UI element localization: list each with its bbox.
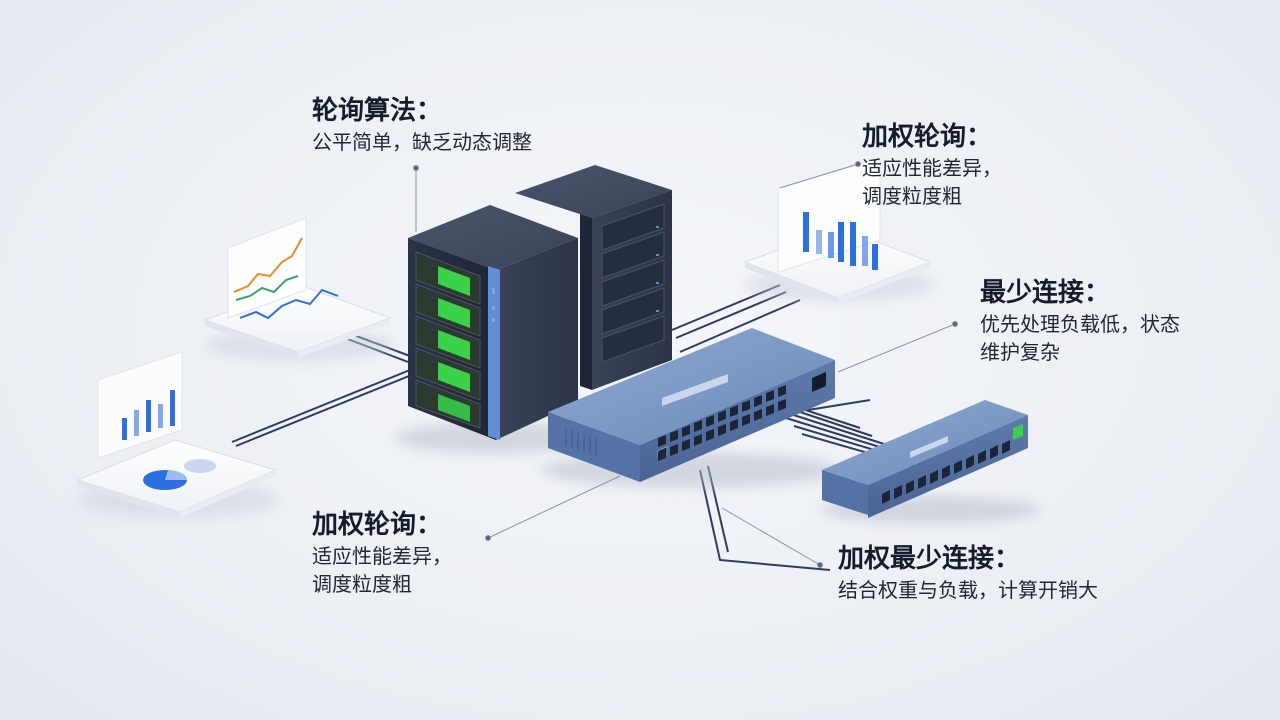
callout-description: 优先处理负载低，状态 维护复杂 <box>980 310 1180 366</box>
vent-grille <box>565 428 597 456</box>
callout-least-connections: 最少连接： 优先处理负载低，状态 维护复杂 <box>980 276 1180 366</box>
callout-title: 加权最少连接： <box>838 544 1021 574</box>
network-switch-main <box>540 328 840 488</box>
server-tower-back <box>515 165 672 390</box>
callout-description: 适应性能差异， 调度粒度粗 <box>862 154 1002 210</box>
callout-title: 加权轮询： <box>312 510 443 540</box>
pie-chart-icon <box>143 459 216 490</box>
callout-title: 轮询算法： <box>312 96 443 126</box>
callout-description: 适应性能差异， 调度粒度粗 <box>312 542 452 598</box>
callout-weighted-round-robin-top: 加权轮询： 适应性能差异， 调度粒度粗 <box>862 120 1002 210</box>
server-tower-front <box>395 205 595 454</box>
callout-line: 结合权重与负载，计算开销大 <box>838 578 1098 602</box>
callout-leader-lines <box>413 161 958 568</box>
callout-title: 最少连接： <box>980 278 1111 308</box>
callout-line: 维护复杂 <box>980 340 1060 364</box>
dashboard-plate-right <box>743 157 935 304</box>
switch-brand-logo <box>662 374 728 406</box>
switch-brand-logo <box>910 436 948 458</box>
callout-round-robin: 轮询算法： 公平简单，缺乏动态调整 <box>312 94 532 156</box>
callout-weighted-round-robin-bottom: 加权轮询： 适应性能差异， 调度粒度粗 <box>312 508 452 598</box>
callout-line: 优先处理负载低，状态 <box>980 312 1180 336</box>
bar-chart-icon <box>803 212 878 270</box>
callout-line: 调度粒度粗 <box>862 184 962 208</box>
dashboard-plate-left-bottom <box>76 351 278 518</box>
status-led-icon <box>438 266 470 422</box>
callout-line: 调度粒度粗 <box>312 572 412 596</box>
callout-line: 适应性能差异， <box>862 156 1002 180</box>
callout-line: 公平简单，缺乏动态调整 <box>312 130 532 154</box>
dashboard-plate-left-top <box>203 217 395 361</box>
line-chart-icon <box>233 237 339 320</box>
switch-ports <box>658 372 826 461</box>
switch-ports <box>882 440 1010 504</box>
network-switch-secondary <box>820 400 1040 524</box>
callout-title: 加权轮询： <box>862 122 993 152</box>
callout-weighted-least-connections: 加权最少连接： 结合权重与负载，计算开销大 <box>838 542 1098 604</box>
callout-line: 适应性能差异， <box>312 544 452 568</box>
bar-chart-icon <box>122 390 175 440</box>
callout-description: 公平简单，缺乏动态调整 <box>312 128 532 156</box>
callout-description: 结合权重与负载，计算开销大 <box>838 576 1098 604</box>
